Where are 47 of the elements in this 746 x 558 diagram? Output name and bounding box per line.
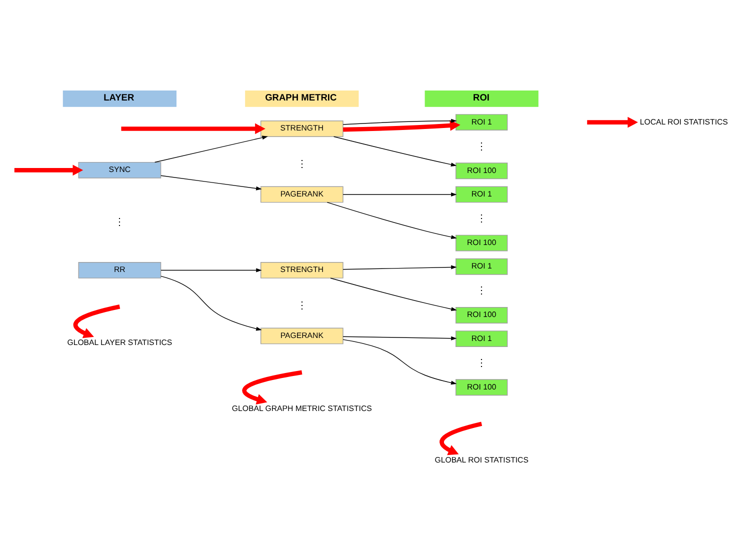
label: ⋮	[114, 216, 125, 228]
node-box: ROI 1	[456, 186, 508, 202]
node-box: ROI 100	[456, 378, 508, 396]
arrow	[154, 135, 268, 162]
arrow	[343, 120, 460, 132]
arrow	[73, 304, 120, 338]
label: ⋮	[476, 140, 487, 152]
arrow	[333, 136, 457, 166]
arrow	[160, 275, 262, 330]
arrow	[587, 116, 638, 128]
node-box: STRENGTH	[260, 120, 344, 136]
node-box: ROI	[424, 90, 538, 106]
arrow	[342, 336, 457, 340]
label: ⋮	[476, 212, 487, 224]
arrow	[330, 277, 457, 311]
arrow	[160, 268, 262, 272]
arrow	[242, 370, 302, 404]
node-text: LOCAL ROI STATISTICS	[640, 116, 728, 126]
arrow	[342, 338, 457, 384]
node-box: ROI 100	[456, 234, 508, 251]
node-box: ROI 100	[456, 162, 508, 179]
node-box: PAGERANK	[260, 186, 344, 202]
node-text: GLOBAL LAYER STATISTICS	[67, 338, 172, 347]
node-box: ROI 1	[456, 330, 508, 347]
node-box: ROI 1	[456, 114, 508, 130]
node-box: ROI 100	[456, 306, 508, 323]
arrow	[342, 264, 457, 270]
label: ⋮	[296, 300, 307, 312]
arrow	[342, 192, 457, 196]
label: ⋮	[476, 357, 487, 368]
arrow	[121, 122, 266, 134]
arrow	[342, 118, 457, 124]
node-box: GRAPH METRIC	[245, 90, 359, 106]
arrow	[160, 174, 262, 190]
node-box: PAGERANK	[260, 327, 344, 344]
arrow	[326, 201, 457, 238]
node-box: STRENGTH	[260, 262, 344, 278]
node-box: ROI 1	[456, 258, 508, 274]
arrow	[440, 421, 482, 455]
node-box: RR	[78, 262, 162, 278]
label: ⋮	[296, 158, 307, 170]
node-text: GLOBAL GRAPH METRIC STATISTICS	[232, 403, 372, 412]
label: ⋮	[476, 285, 487, 296]
node-text: GLOBAL ROI STATISTICS	[434, 454, 528, 464]
node-box: SYNC	[78, 161, 162, 178]
node-box: LAYER	[62, 90, 176, 106]
arrow	[14, 164, 84, 176]
